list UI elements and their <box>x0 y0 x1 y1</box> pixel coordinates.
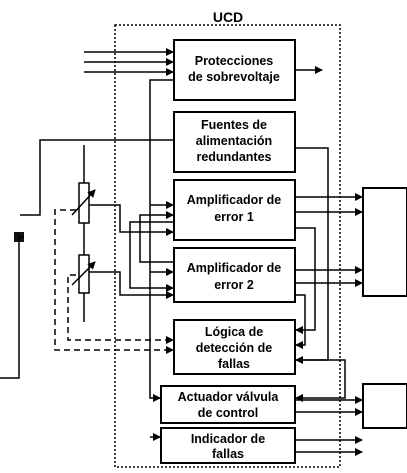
wiper-lines <box>89 204 174 299</box>
logic-feedback <box>295 227 346 402</box>
block-fuentes-line-1: Fuentes de <box>201 118 267 132</box>
power-bus <box>149 79 174 441</box>
block-protecciones-line-2: de sobrevoltaje <box>188 70 280 84</box>
block-actuador: Actuador válvula de control <box>160 385 296 424</box>
block-logica-line-3: fallas <box>218 357 250 371</box>
block-amp2-line-1: Amplificador de <box>187 261 282 275</box>
external-box-top <box>362 187 407 297</box>
sensor-lead <box>0 232 24 379</box>
potentiometer-2 <box>71 254 96 322</box>
ucd-boundary <box>114 24 341 468</box>
block-amp2: Amplificador de error 2 <box>173 247 296 303</box>
dashed-signals <box>54 209 174 354</box>
external-box-bottom <box>362 383 407 429</box>
block-fuentes-line-2: alimentación <box>196 134 272 148</box>
block-amp2-line-2: error 2 <box>214 278 254 292</box>
block-indicador: Indicador de fallas <box>160 427 296 464</box>
block-indicador-line-2: fallas <box>212 447 244 461</box>
amp-outputs <box>295 193 363 287</box>
block-amp1-line-1: Amplificador de <box>187 193 282 207</box>
block-actuador-line-1: Actuador válvula <box>178 390 280 404</box>
potentiometer-1 <box>71 145 96 255</box>
bottom-outputs <box>295 396 363 456</box>
block-amp1: Amplificador de error 1 <box>173 179 296 241</box>
block-fuentes: Fuentes de alimentación redundantes <box>173 111 296 173</box>
block-protecciones-line-1: Protecciones <box>195 54 274 68</box>
diagram-title: UCD <box>213 9 243 25</box>
amp-crossover <box>129 211 174 292</box>
block-actuador-line-2: de control <box>198 406 258 420</box>
block-indicador-line-1: Indicador de <box>191 432 265 446</box>
block-fuentes-line-3: redundantes <box>196 150 271 164</box>
block-protecciones: Protecciones de sobrevoltaje <box>173 39 296 101</box>
block-logica-line-2: detección de <box>196 341 272 355</box>
block-amp1-line-2: error 1 <box>214 210 254 224</box>
block-logica: Lógica de detección de fallas <box>173 319 296 375</box>
block-logica-line-1: Lógica de <box>205 325 263 339</box>
protecciones-inputs <box>84 48 323 76</box>
